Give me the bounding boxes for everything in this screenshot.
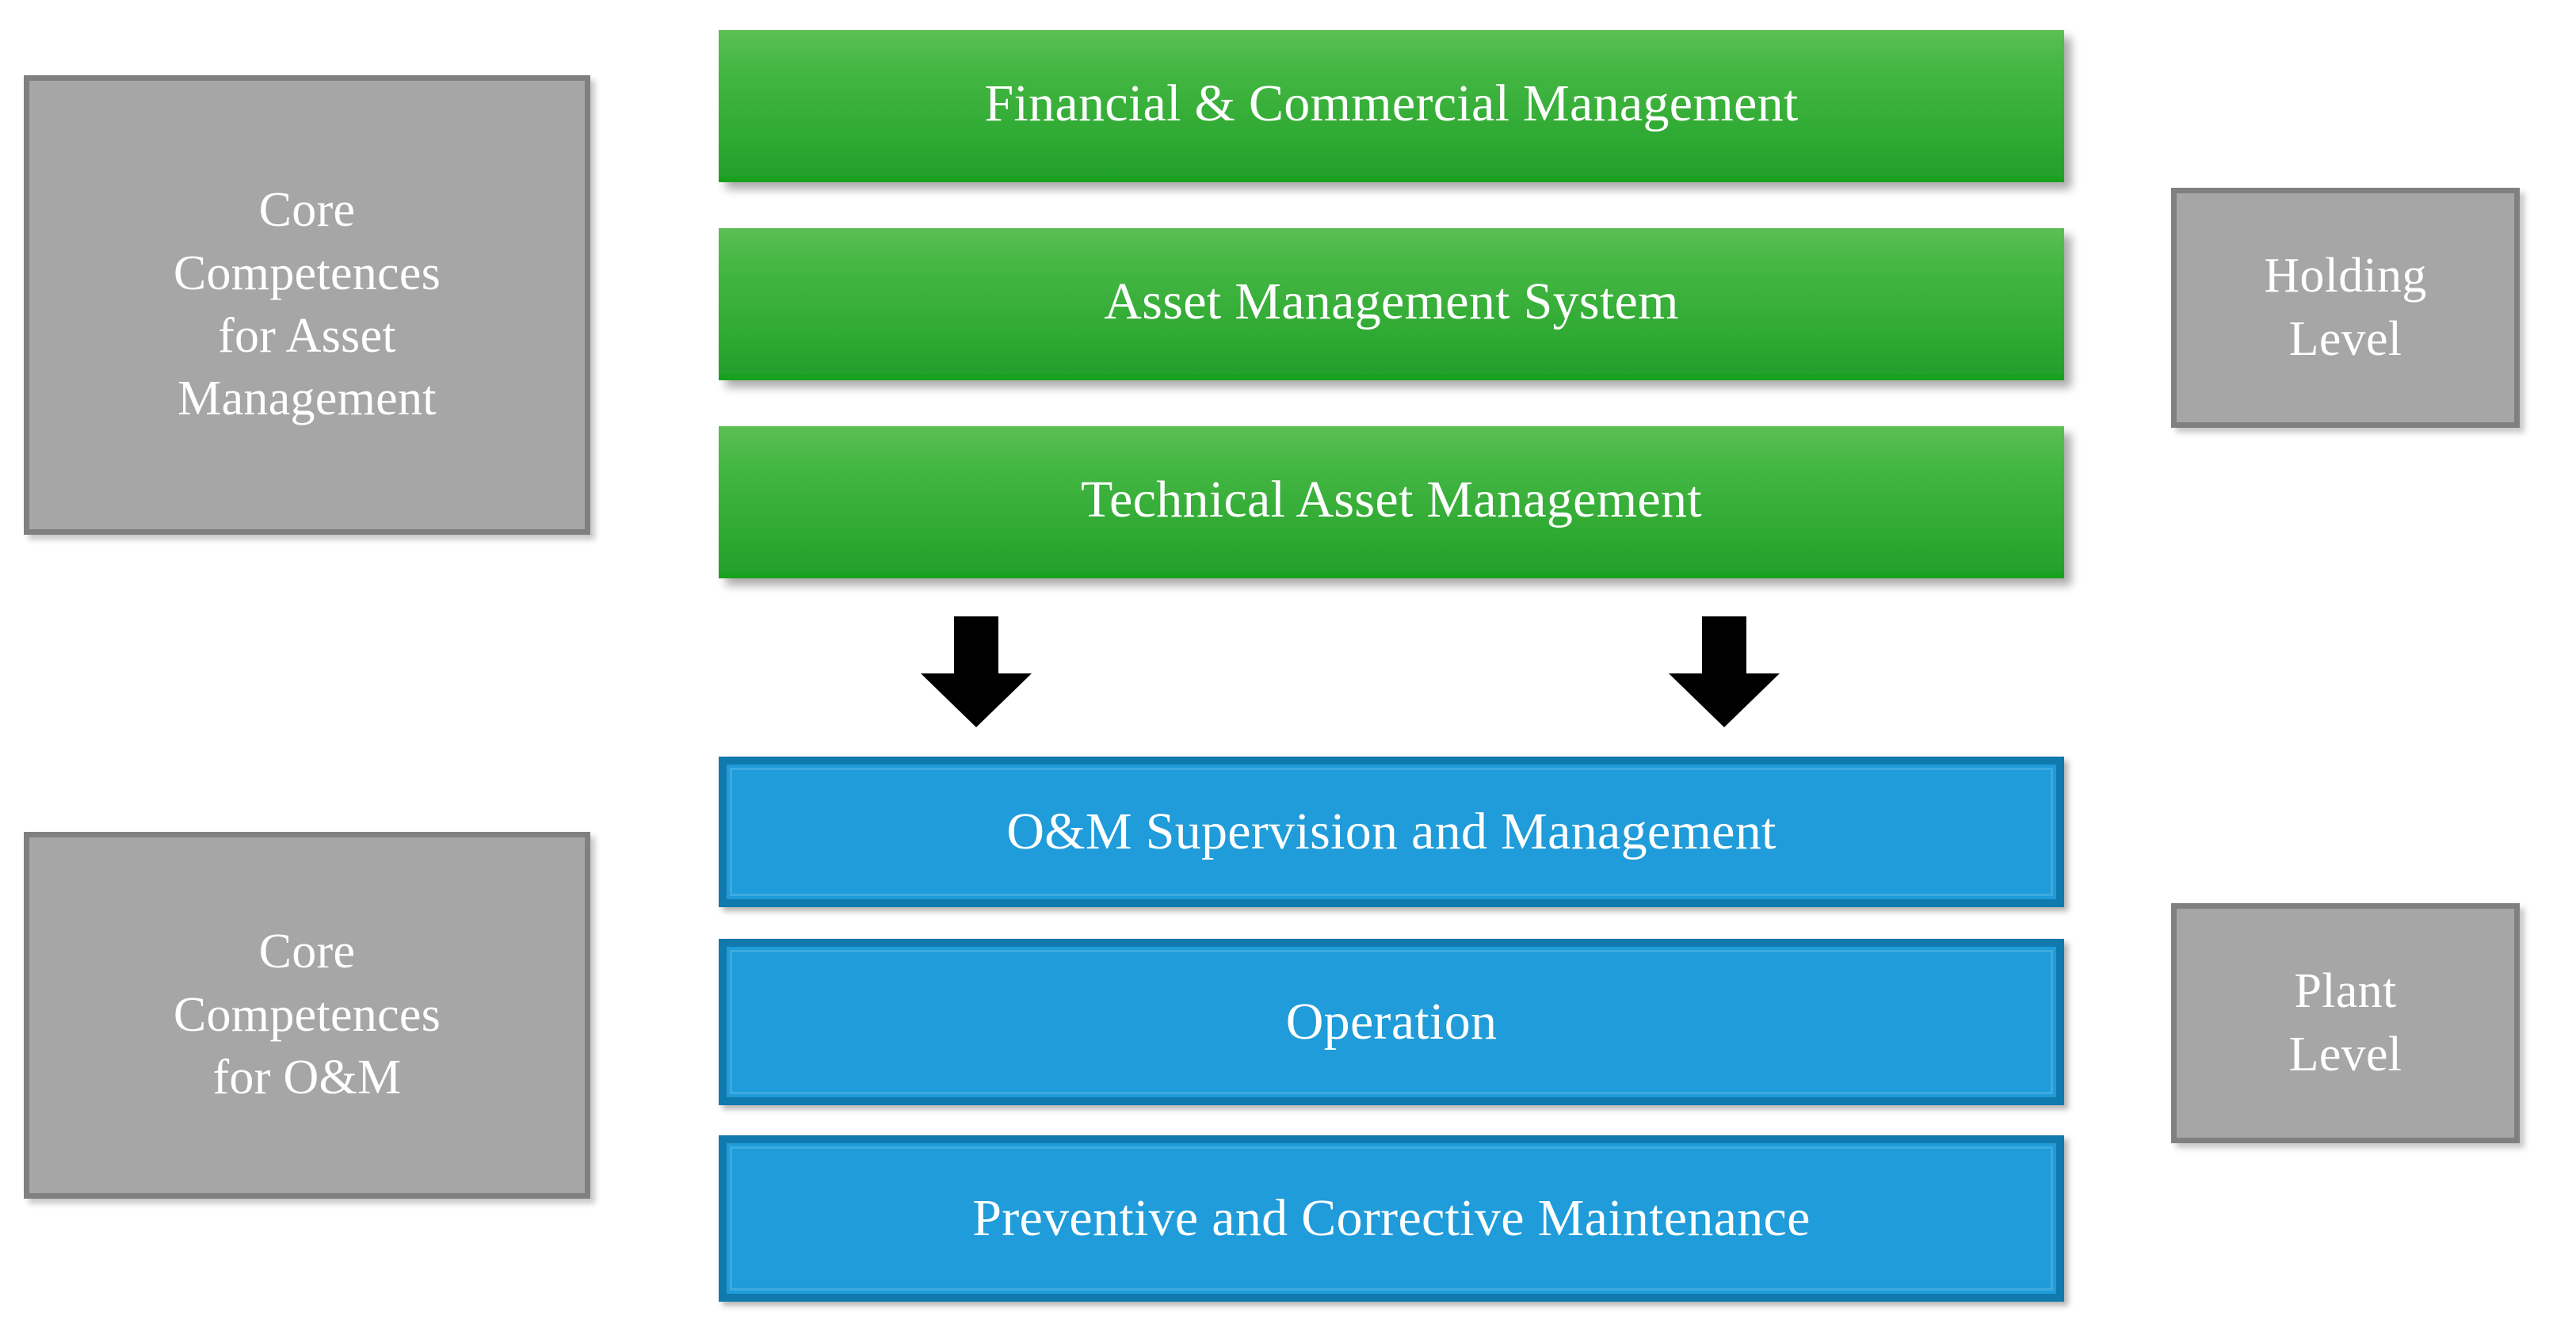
label-text-holding-level: Holding Level (2264, 249, 2427, 366)
label-box-core-competences-om: Core Competences for O&M (24, 832, 590, 1199)
down-arrow-icon (1669, 616, 1780, 727)
bar-om-supervision-and-management: O&M Supervision and Management (719, 757, 2064, 907)
bar-operation: Operation (719, 939, 2064, 1105)
bar-label-om-supervision-and-management: O&M Supervision and Management (1006, 803, 1776, 860)
bar-label-financial-commercial-management: Financial & Commercial Management (984, 74, 1799, 132)
bar-preventive-corrective-maintenance: Preventive and Corrective Maintenance (719, 1135, 2064, 1302)
label-text-core-competences-om: Core Competences for O&M (173, 925, 441, 1105)
label-box-plant-level: Plant Level (2171, 903, 2520, 1143)
bar-asset-management-system: Asset Management System (719, 228, 2064, 380)
bar-label-preventive-corrective-maintenance: Preventive and Corrective Maintenance (972, 1189, 1811, 1247)
label-text-core-competences-asset-management: Core Competences for Asset Management (173, 183, 441, 426)
bar-label-asset-management-system: Asset Management System (1104, 272, 1679, 330)
bar-label-operation: Operation (1285, 993, 1498, 1051)
bar-financial-commercial-management: Financial & Commercial Management (719, 30, 2064, 182)
label-text-plant-level: Plant Level (2288, 964, 2402, 1081)
label-box-core-competences-asset-management: Core Competences for Asset Management (24, 75, 590, 535)
down-arrow-icon (921, 616, 1032, 727)
bar-label-technical-asset-management: Technical Asset Management (1081, 470, 1702, 528)
bar-technical-asset-management: Technical Asset Management (719, 426, 2064, 578)
label-box-holding-level: Holding Level (2171, 188, 2520, 428)
